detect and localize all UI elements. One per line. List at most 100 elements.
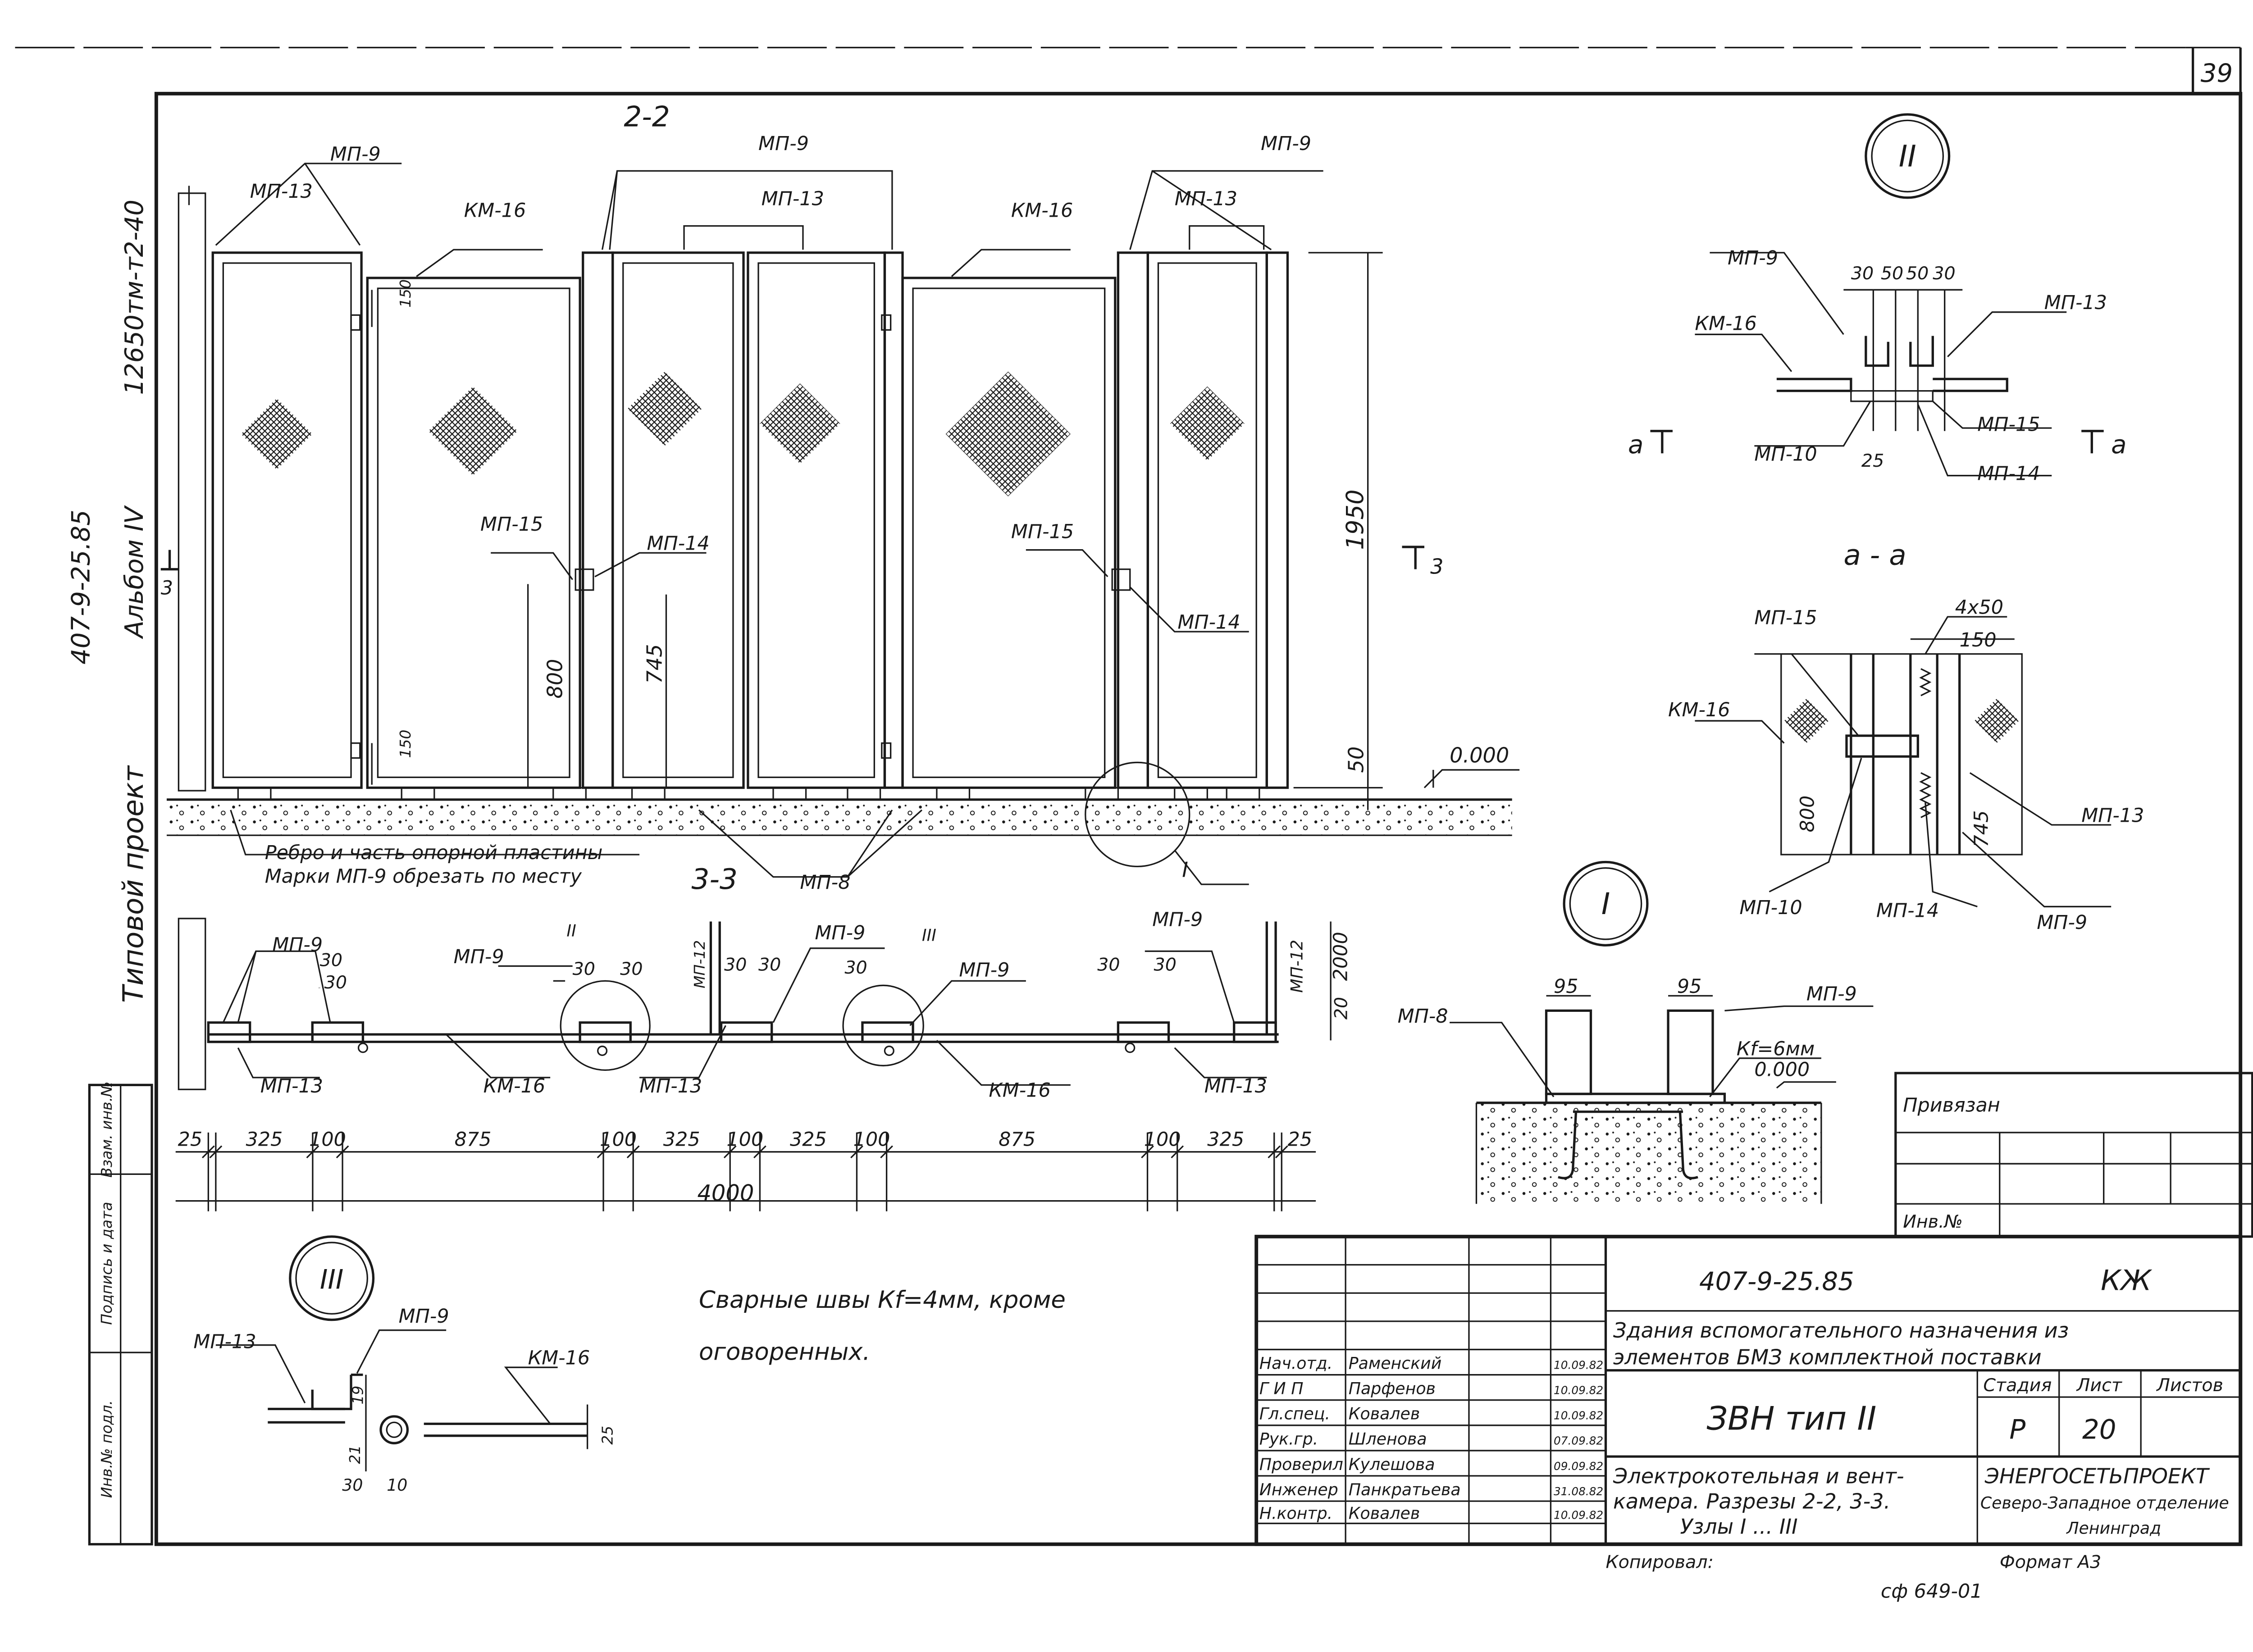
chain-label: 100 xyxy=(309,1129,346,1151)
section-2-2: 2-2 xyxy=(160,100,1520,894)
chain-tick xyxy=(626,1132,640,1211)
node-i: I 95 95 МП-9 МП-8 Кf=6мм 0.000 xyxy=(1398,860,1874,1204)
label-mp13-mid: МП-13 xyxy=(762,187,824,210)
label-mp9-right: МП-9 xyxy=(1261,132,1311,155)
side-stamp: 12650тм-т2-40 407-9-25.85 Альбом IV Типо… xyxy=(66,200,150,1003)
chain-ticks xyxy=(201,1132,1288,1211)
leaders-3-3 xyxy=(222,947,1267,1086)
aa-weld: 4х50 xyxy=(1955,596,2003,619)
section-aa-title: а - а xyxy=(1843,539,1906,572)
label-mp13-b-33: МП-13 xyxy=(639,1075,702,1097)
node-ii-dim-25: 25 xyxy=(1861,451,1884,471)
chain-label: 100 xyxy=(600,1129,637,1151)
label-km16-left: КМ-16 xyxy=(464,200,526,222)
node-ii-dim-2: 50 xyxy=(1906,263,1929,284)
leaders-2-2 xyxy=(215,163,1323,878)
chain-tick xyxy=(336,1132,349,1211)
chain-tick xyxy=(753,1132,766,1211)
wall-left xyxy=(178,192,206,792)
tb-drawing-line1: Электрокотельная и вент- xyxy=(1613,1464,1904,1488)
tb-mark: КЖ xyxy=(2101,1264,2152,1297)
aa-mp9: МП-9 xyxy=(2037,911,2087,934)
person-name: Панкратьева xyxy=(1349,1480,1461,1499)
person-date: 10.09.82 xyxy=(1554,1409,1603,1422)
label-mp13-c-33: МП-13 xyxy=(1204,1075,1267,1097)
person-role: Инженер xyxy=(1259,1480,1338,1499)
wall-left-3-3 xyxy=(178,918,206,1090)
node-iii-dim-30: 30 xyxy=(342,1475,363,1495)
chain-tick xyxy=(850,1132,863,1211)
person-name: Ковалев xyxy=(1349,1504,1420,1523)
label-mp12-a: МП-12 xyxy=(691,940,708,988)
tb-org-line3: Ленинград xyxy=(2066,1519,2161,1538)
chain-tick xyxy=(880,1132,893,1211)
label-mp13-right: МП-13 xyxy=(1175,187,1237,210)
label-mp9-mid: МП-9 xyxy=(758,132,809,155)
person-name: Шленова xyxy=(1349,1429,1427,1449)
tb-sheet-header: Лист xyxy=(2076,1375,2122,1396)
sheet-frame: 39 xyxy=(15,46,2243,1546)
node-ii-ref: II xyxy=(566,921,576,940)
sign-date-label: Подпись и дата xyxy=(98,1202,115,1325)
album-code: 407-9-25.85 xyxy=(66,510,96,664)
node-ii-cut-right: а xyxy=(2111,430,2126,460)
node-i-mp9: МП-9 xyxy=(1806,983,1857,1005)
node-iii: III МП-13 МП-9 КМ-16 19 21 25 30 10 xyxy=(193,1235,616,1495)
node-ii-dim-3: 30 xyxy=(1933,263,1955,284)
panels xyxy=(211,251,1289,789)
chain-label: 325 xyxy=(246,1129,283,1151)
label-mp9-a-33: МП-9 xyxy=(272,933,323,956)
node-iii-dim-25: 25 xyxy=(599,1426,616,1445)
project-code: 12650тм-т2-40 xyxy=(120,200,149,395)
person-name: Парфенов xyxy=(1349,1379,1436,1398)
aa-d745: 745 xyxy=(1970,810,1993,847)
binding-table: Привязан Инв.№ xyxy=(1894,1072,2253,1238)
chain-tick xyxy=(209,1132,223,1211)
label-km16-a-33: КМ-16 xyxy=(483,1075,545,1097)
node-iii-mp9: МП-9 xyxy=(399,1305,449,1328)
node-ii-mp10: МП-10 xyxy=(1754,443,1817,466)
node-iii-badge: III xyxy=(320,1264,344,1295)
aa-mp14: МП-14 xyxy=(1876,900,1939,922)
aa-d800: 800 xyxy=(1796,796,1819,833)
node-iii-km16: КМ-16 xyxy=(528,1347,590,1370)
weld-note-line1: Сварные швы Кf=4мм, кроме xyxy=(699,1286,1066,1314)
chain-tick xyxy=(597,1132,610,1211)
node-ii-badge: II xyxy=(1899,139,1916,173)
label-mp9-e-33: МП-9 xyxy=(1152,908,1203,931)
person-name: Кулешова xyxy=(1349,1455,1435,1474)
chain-tick xyxy=(1171,1132,1184,1211)
label-mp9-b-33: МП-9 xyxy=(454,946,504,968)
chain-label: 325 xyxy=(663,1129,700,1151)
aa-mp15: МП-15 xyxy=(1754,607,1817,629)
node-ii-mp15: МП-15 xyxy=(1977,414,2040,436)
label-mp13-left: МП-13 xyxy=(250,180,313,203)
label-mp8: МП-8 xyxy=(800,871,850,894)
chain-label: 100 xyxy=(853,1129,890,1151)
chain-label: 325 xyxy=(790,1129,827,1151)
dim-33-g: 30 xyxy=(844,957,867,978)
dim-33-l: 2000 xyxy=(1329,932,1352,981)
tb-object: ЗВН тип II xyxy=(1706,1400,1876,1438)
person-role: Г И П xyxy=(1259,1379,1304,1398)
node-ii-mp13: МП-13 xyxy=(2044,291,2107,314)
inv-orig-label: Инв.№ подл. xyxy=(98,1400,115,1498)
person-date: 31.08.82 xyxy=(1554,1485,1603,1498)
node-i-mp8: МП-8 xyxy=(1398,1005,1448,1028)
dim-33-k: 20 xyxy=(1331,997,1351,1019)
person-date: 10.09.82 xyxy=(1554,1384,1603,1397)
hinge-plates xyxy=(237,314,1260,801)
chain-label: 100 xyxy=(726,1129,763,1151)
dim-33-c: 30 xyxy=(573,959,595,979)
person-role: Гл.спец. xyxy=(1259,1404,1330,1424)
label-mp15-b: МП-15 xyxy=(1011,520,1074,543)
dim-50: 50 xyxy=(1344,746,1368,773)
tb-drawing-line2: камера. Разрезы 2-2, 3-3. xyxy=(1613,1489,1890,1514)
dim-33-h: 30 xyxy=(1097,954,1120,975)
note-line2: Марки МП-9 обрезать по месту xyxy=(265,865,582,888)
node-ii: II 30 50 50 30 25 МП-9 МП-13 КМ-16 МП-10… xyxy=(1628,113,2127,485)
chain-tick xyxy=(306,1132,319,1211)
